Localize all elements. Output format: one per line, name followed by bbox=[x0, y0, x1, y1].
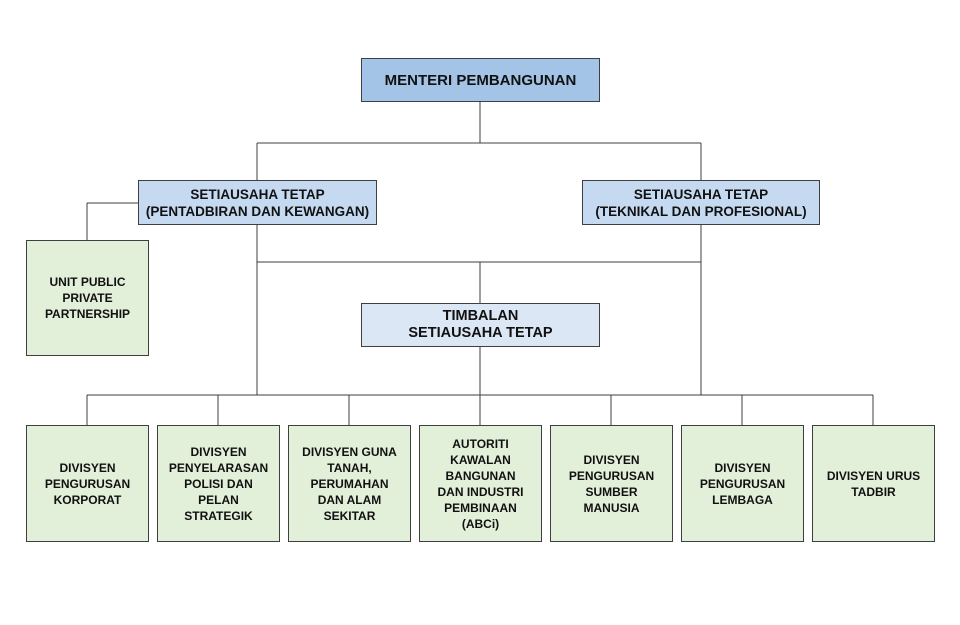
deputy-secretary-box: TIMBALAN SETIAUSAHA TETAP bbox=[361, 303, 600, 347]
division-box: DIVISYEN GUNA TANAH, PERUMAHAN DAN ALAM … bbox=[288, 425, 411, 542]
minister-box: MENTERI PEMBANGUNAN bbox=[361, 58, 600, 102]
division-box: DIVISYEN PENYELARASAN POLISI DAN PELAN S… bbox=[157, 425, 280, 542]
secretary-right-box: SETIAUSAHA TETAP (TEKNIKAL DAN PROFESION… bbox=[582, 180, 820, 225]
division-box: DIVISYEN PENGURUSAN KORPORAT bbox=[26, 425, 149, 542]
division-box: DIVISYEN PENGURUSAN SUMBER MANUSIA bbox=[550, 425, 673, 542]
division-box: AUTORITI KAWALAN BANGUNAN DAN INDUSTRI P… bbox=[419, 425, 542, 542]
secretary-left-box: SETIAUSAHA TETAP (PENTADBIRAN DAN KEWANG… bbox=[138, 180, 377, 225]
division-box: DIVISYEN PENGURUSAN LEMBAGA bbox=[681, 425, 804, 542]
division-box: DIVISYEN URUS TADBIR bbox=[812, 425, 935, 542]
ppp-unit-box: UNIT PUBLIC PRIVATE PARTNERSHIP bbox=[26, 240, 149, 356]
